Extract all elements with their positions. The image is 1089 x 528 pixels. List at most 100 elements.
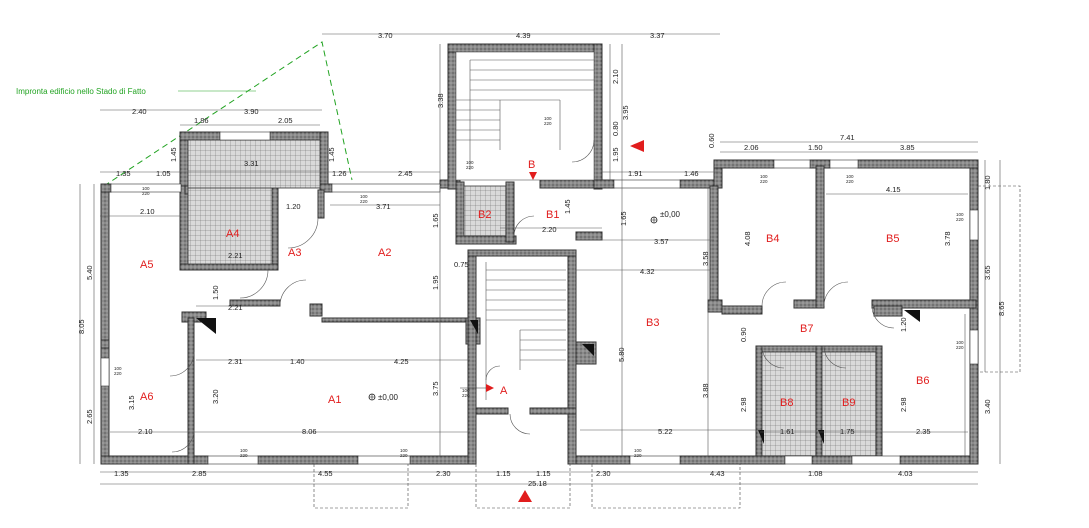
svg-text:3.65: 3.65	[983, 265, 992, 280]
svg-text:100: 100	[360, 194, 368, 199]
room-label-a6: A6	[140, 391, 153, 403]
svg-text:1.50: 1.50	[808, 143, 823, 152]
svg-text:3.20: 3.20	[211, 389, 220, 404]
svg-text:100: 100	[846, 174, 854, 179]
svg-text:1.40: 1.40	[290, 357, 305, 366]
svg-text:100: 100	[114, 366, 122, 371]
svg-text:3.38: 3.38	[436, 93, 445, 108]
svg-text:2.98: 2.98	[899, 397, 908, 412]
svg-text:1.45: 1.45	[327, 147, 336, 162]
room-labels: A1 A2 A3 A4 A5 A6 B1 B2 B3 B4 B5 B6 B7 B…	[140, 209, 929, 409]
svg-text:2.35: 2.35	[916, 427, 931, 436]
svg-text:2.21: 2.21	[228, 251, 243, 260]
svg-text:220: 220	[956, 217, 964, 222]
svg-text:1.65: 1.65	[619, 211, 628, 226]
svg-text:100: 100	[400, 448, 408, 453]
svg-text:2.30: 2.30	[436, 469, 451, 478]
svg-text:1.86: 1.86	[194, 116, 209, 125]
svg-text:1.95: 1.95	[431, 275, 440, 290]
svg-text:1.15: 1.15	[536, 469, 551, 478]
svg-text:3.57: 3.57	[654, 237, 669, 246]
svg-text:2.06: 2.06	[744, 143, 759, 152]
svg-text:100: 100	[544, 116, 552, 121]
svg-text:100: 100	[956, 212, 964, 217]
level-marker-b3: ±0,00	[650, 210, 681, 224]
dimension-lines	[79, 33, 1001, 485]
room-label-b4: B4	[766, 233, 779, 245]
svg-text:1.91: 1.91	[628, 169, 643, 178]
dimension-text: 3.70 4.39 3.37 2.40 3.90 1.86 2.05 1.35 …	[77, 31, 1006, 488]
svg-text:220: 220	[240, 453, 248, 458]
b9-tiles	[821, 351, 877, 457]
room-label-a1: A1	[328, 394, 341, 406]
svg-text:2.40: 2.40	[132, 107, 147, 116]
level-marker-a1: ±0,00	[368, 393, 399, 402]
svg-text:1.26: 1.26	[332, 169, 347, 178]
svg-text:2.30: 2.30	[596, 469, 611, 478]
svg-text:8.65: 8.65	[997, 301, 1006, 316]
room-label-b5: B5	[886, 233, 899, 245]
svg-text:5.40: 5.40	[85, 265, 94, 280]
svg-text:0.80: 0.80	[611, 121, 620, 136]
svg-text:±0,00: ±0,00	[378, 393, 399, 402]
svg-text:1.50: 1.50	[211, 285, 220, 300]
svg-text:1.08: 1.08	[808, 469, 823, 478]
svg-text:0.60: 0.60	[707, 133, 716, 148]
svg-text:8.06: 8.06	[302, 427, 317, 436]
svg-text:1.45: 1.45	[169, 147, 178, 162]
svg-text:1.95: 1.95	[611, 147, 620, 162]
annotation-label: Impronta edificio nello Stado di Fatto	[16, 87, 146, 96]
svg-text:100: 100	[240, 448, 248, 453]
svg-text:5.22: 5.22	[658, 427, 673, 436]
svg-text:2.10: 2.10	[138, 427, 153, 436]
svg-text:220: 220	[462, 393, 470, 398]
svg-text:4.25: 4.25	[394, 357, 409, 366]
room-label-a4: A4	[226, 228, 239, 240]
svg-text:100: 100	[760, 174, 768, 179]
svg-text:1.20: 1.20	[899, 317, 908, 332]
svg-text:100: 100	[956, 340, 964, 345]
svg-text:3.78: 3.78	[943, 231, 952, 246]
svg-text:1.45: 1.45	[563, 199, 572, 214]
svg-text:25.18: 25.18	[528, 479, 547, 488]
windows	[100, 131, 979, 465]
stair-upper	[455, 51, 595, 181]
svg-text:4.55: 4.55	[318, 469, 333, 478]
svg-text:100: 100	[462, 388, 470, 393]
svg-text:220: 220	[466, 165, 474, 170]
svg-text:2.21: 2.21	[228, 303, 243, 312]
svg-text:3.71: 3.71	[376, 202, 391, 211]
svg-text:3.95: 3.95	[621, 105, 630, 120]
room-label-b8: B8	[780, 397, 793, 409]
svg-text:220: 220	[846, 179, 854, 184]
svg-text:3.58: 3.58	[701, 251, 710, 266]
section-mark-b: B	[528, 159, 537, 180]
svg-text:3.40: 3.40	[983, 399, 992, 414]
room-label-b3: B3	[646, 317, 659, 329]
svg-text:0.90: 0.90	[739, 327, 748, 342]
svg-text:4.32: 4.32	[640, 267, 655, 276]
svg-text:2.10: 2.10	[611, 69, 620, 84]
b2-tiles	[463, 185, 507, 237]
svg-text:2.10: 2.10	[140, 207, 155, 216]
svg-text:A: A	[500, 385, 508, 397]
svg-text:7.41: 7.41	[840, 133, 855, 142]
walls	[100, 43, 979, 465]
svg-text:220: 220	[634, 453, 642, 458]
room-label-b9: B9	[842, 397, 855, 409]
existing-footprint-outline	[103, 41, 353, 187]
svg-text:2.98: 2.98	[739, 397, 748, 412]
svg-text:2.45: 2.45	[398, 169, 413, 178]
svg-text:2.31: 2.31	[228, 357, 243, 366]
svg-text:220: 220	[760, 179, 768, 184]
dashed-outlines	[313, 185, 1021, 509]
svg-text:220: 220	[142, 191, 150, 196]
svg-text:3.37: 3.37	[650, 31, 665, 40]
svg-text:100: 100	[634, 448, 642, 453]
svg-text:220: 220	[360, 199, 368, 204]
svg-text:1.65: 1.65	[431, 213, 440, 228]
svg-text:4.03: 4.03	[898, 469, 913, 478]
svg-text:1.35: 1.35	[116, 169, 131, 178]
stair-central	[485, 262, 566, 400]
